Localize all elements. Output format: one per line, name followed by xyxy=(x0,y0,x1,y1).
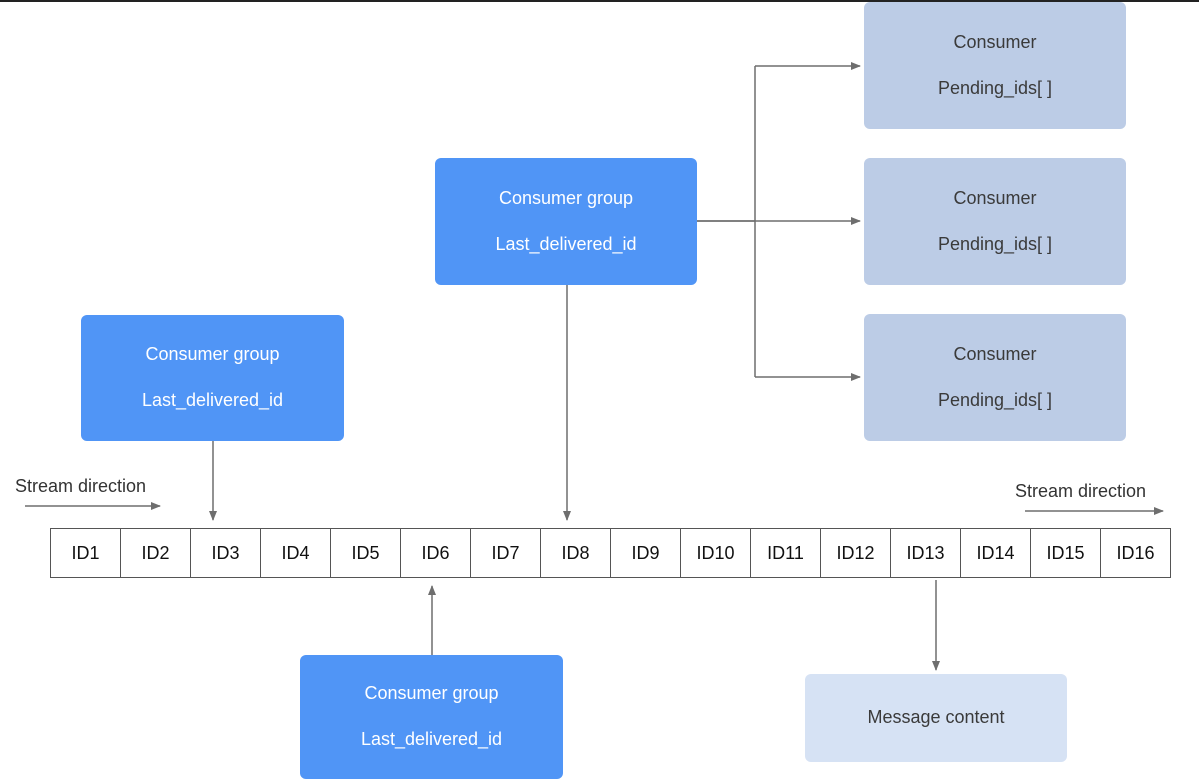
stream-id-cell: ID9 xyxy=(611,529,681,577)
consumer-group-bottom: Consumer group Last_delivered_id xyxy=(300,655,563,779)
stream-id-cell: ID13 xyxy=(891,529,961,577)
consumer-group-top: Consumer group Last_delivered_id xyxy=(435,158,697,285)
group-title: Consumer group xyxy=(498,187,634,208)
stream-id-cell: ID15 xyxy=(1031,529,1101,577)
stream-id-cell: ID3 xyxy=(191,529,261,577)
stream-id-cell: ID4 xyxy=(261,529,331,577)
group-field: Last_delivered_id xyxy=(360,729,503,749)
stream-id-cell: ID7 xyxy=(471,529,541,577)
message-content-box: Message content xyxy=(805,674,1067,762)
stream-id-cell: ID14 xyxy=(961,529,1031,577)
stream-id-cell: ID1 xyxy=(51,529,121,577)
stream-id-cell: ID10 xyxy=(681,529,751,577)
stream-direction-label-right: Stream direction xyxy=(1015,481,1147,501)
consumer-1: Consumer Pending_ids[ ] xyxy=(864,2,1126,129)
group-title: Consumer group xyxy=(364,683,499,704)
consumer-title: Consumer xyxy=(953,187,1037,208)
group-field: Last_delivered_id xyxy=(141,390,284,410)
consumer-title: Consumer xyxy=(953,31,1037,52)
message-label: Message content xyxy=(867,707,1005,728)
stream-direction-label-left: Stream direction xyxy=(15,476,147,496)
stream-id-cell: ID12 xyxy=(821,529,891,577)
stream-id-cell: ID2 xyxy=(121,529,191,577)
consumer-title: Consumer xyxy=(953,343,1037,364)
consumer-field: Pending_ids[ ] xyxy=(937,77,1053,98)
consumer-2: Consumer Pending_ids[ ] xyxy=(864,158,1126,285)
consumer-3: Consumer Pending_ids[ ] xyxy=(864,314,1126,441)
consumer-group-left: Consumer group Last_delivered_id xyxy=(81,315,344,441)
group-title: Consumer group xyxy=(145,344,280,365)
stream-id-cell: ID16 xyxy=(1116,542,1155,563)
stream-id-cell: ID6 xyxy=(401,529,471,577)
consumer-field: Pending_ids[ ] xyxy=(937,389,1053,410)
stream-id-cell: ID8 xyxy=(541,529,611,577)
top-border xyxy=(0,0,1199,2)
stream-id-cell: ID11 xyxy=(751,529,821,577)
consumer-field: Pending_ids[ ] xyxy=(937,233,1053,254)
stream-id-cell: ID5 xyxy=(331,529,401,577)
group-field: Last_delivered_id xyxy=(495,233,637,254)
